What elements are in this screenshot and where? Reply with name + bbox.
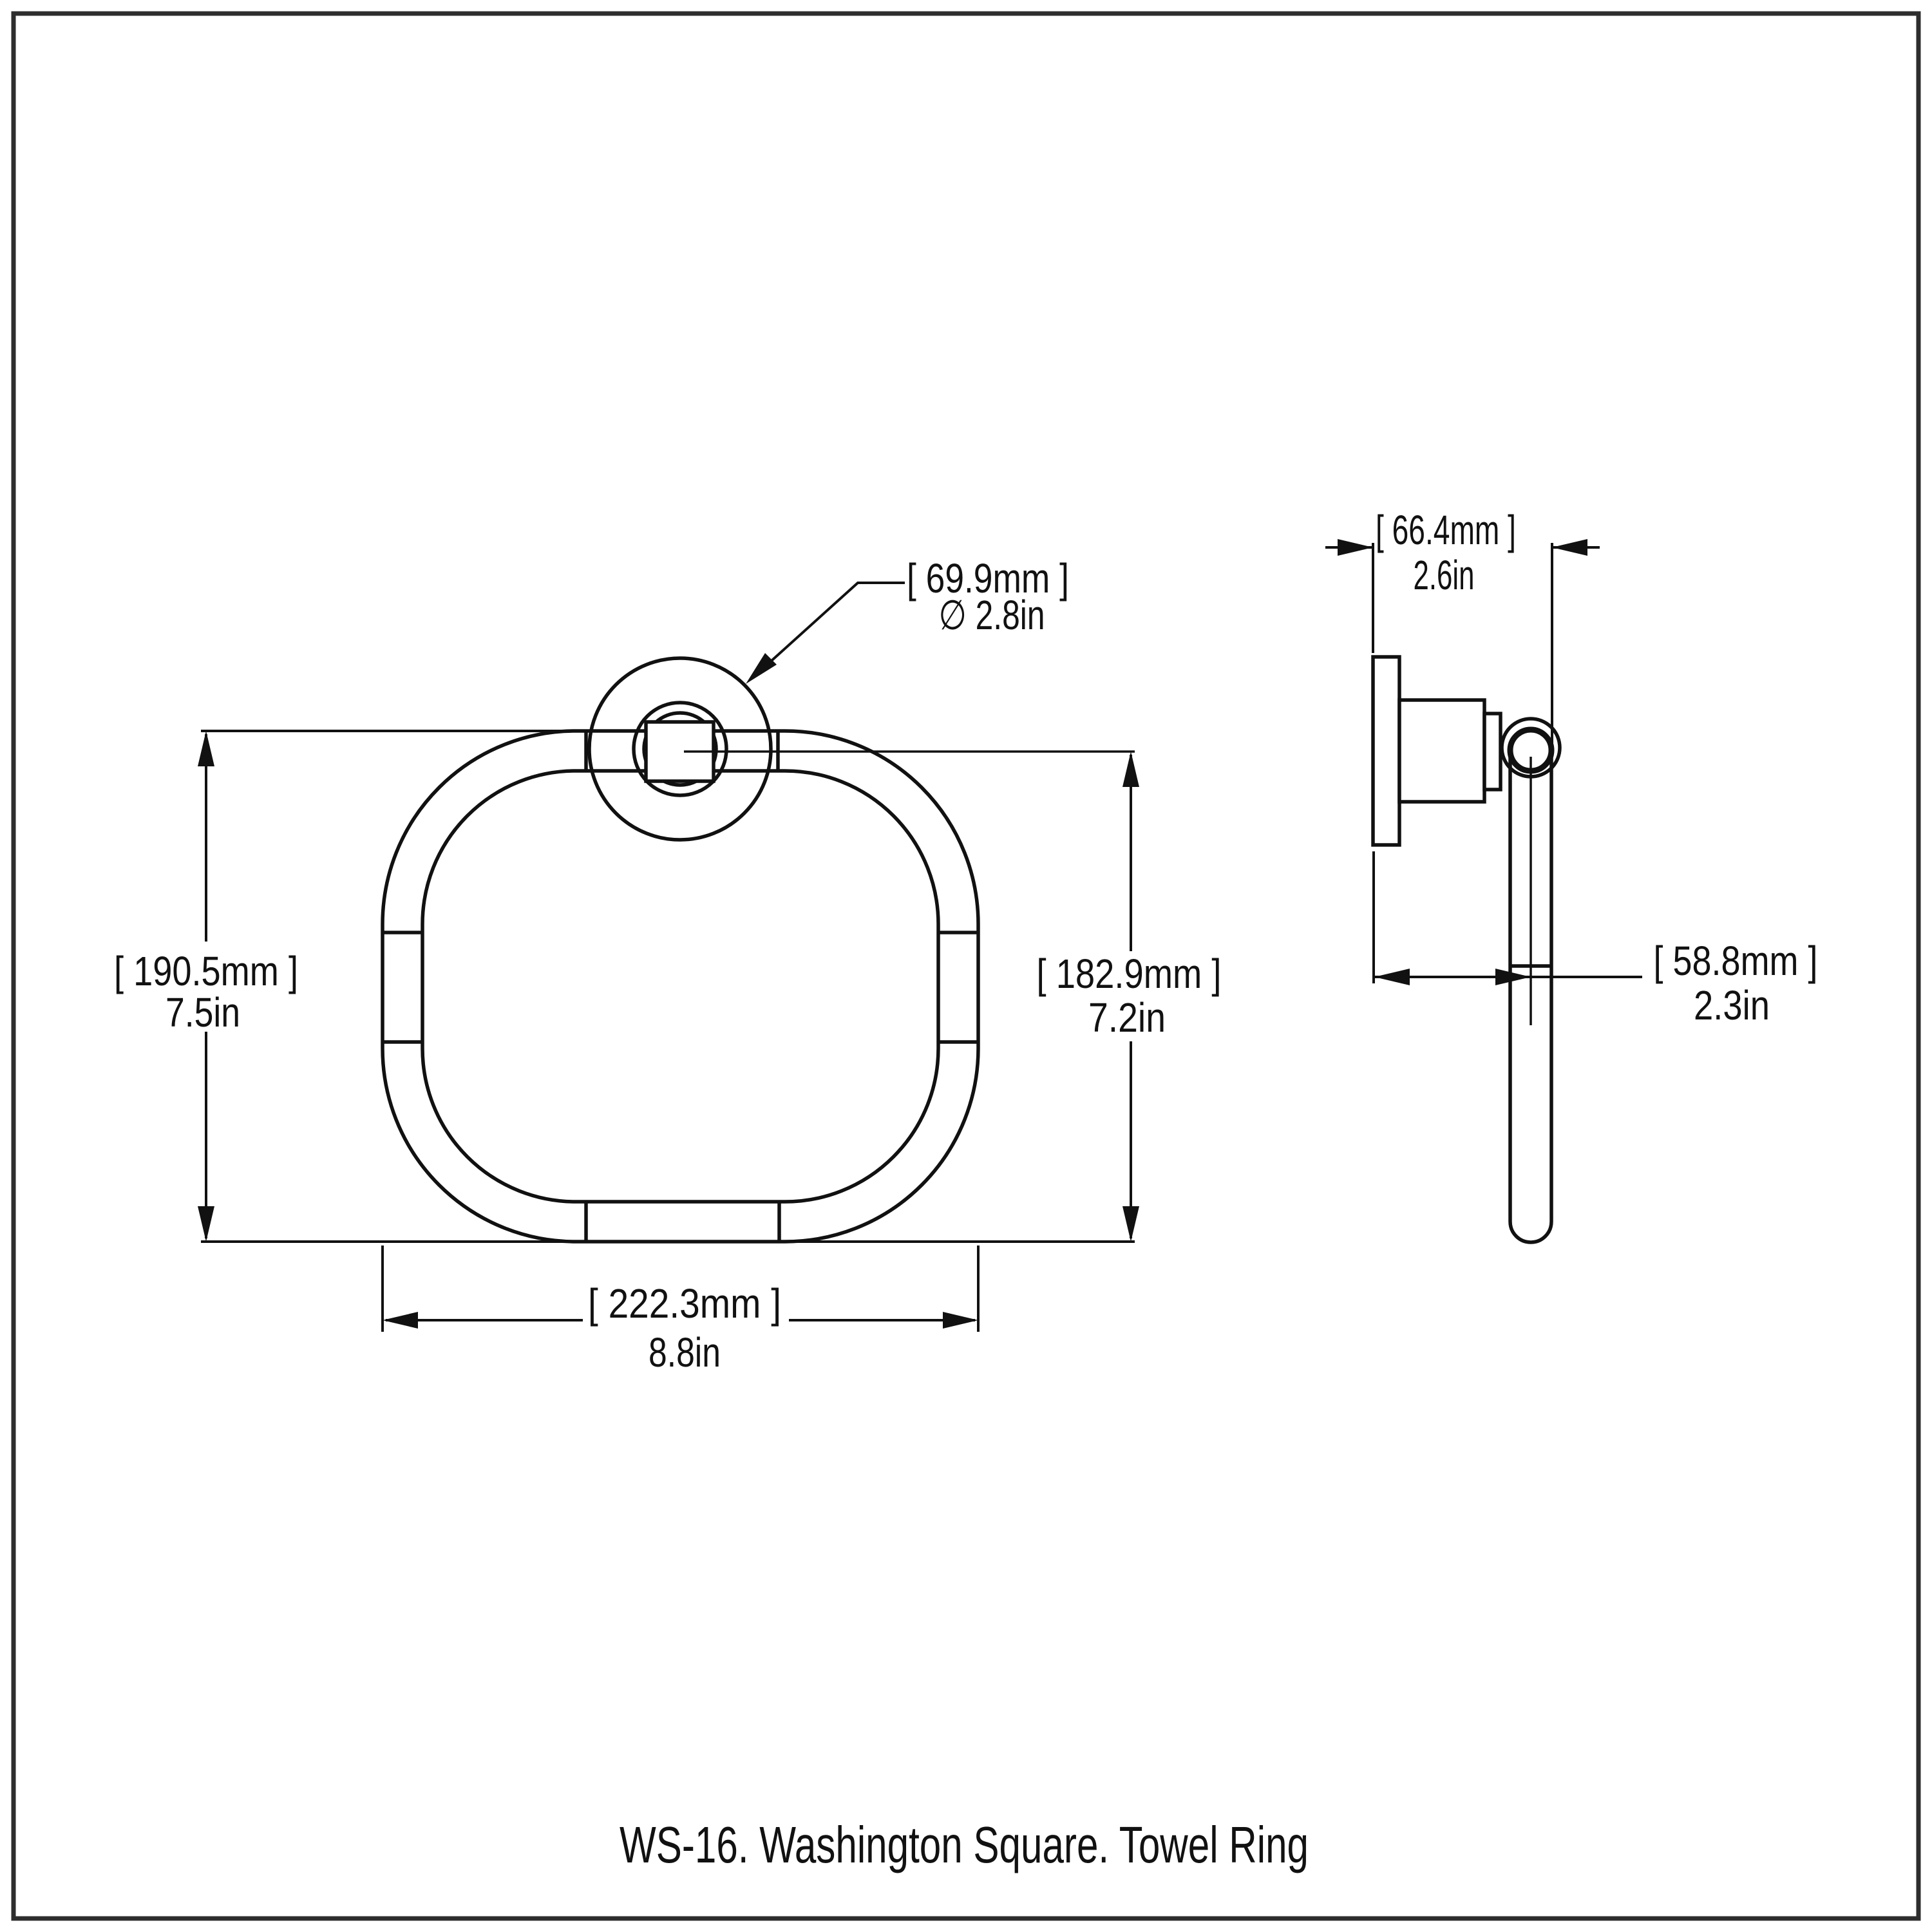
ring-inner-outline (421, 769, 940, 1204)
dim-label-metric: [ 222.3mm ] (588, 1280, 781, 1327)
dim-depth: [ 66.4mm ] 2.6in (1325, 507, 1600, 746)
dim-label-imperial: 8.8in (649, 1329, 721, 1376)
dim-label-metric: [ 58.8mm ] (1654, 938, 1818, 984)
dim-label-metric: [ 182.9mm ] (1037, 951, 1222, 997)
dim-label-imperial: 7.2in (1088, 994, 1166, 1041)
side-tube-bottom-cap (1508, 1221, 1553, 1244)
front-mount (587, 656, 773, 842)
arrowhead-right-icon (1338, 539, 1373, 556)
drawing-caption: WS-16. Washington Square. Towel Ring (620, 1816, 1309, 1873)
front-ring (381, 729, 980, 1244)
leader-arrowhead-icon (746, 653, 777, 684)
arrowhead-right-icon (943, 1312, 978, 1329)
dim-label-imperial: 7.5in (166, 989, 240, 1036)
arrowhead-up-icon (1122, 752, 1139, 787)
arrowhead-left-icon (383, 1312, 418, 1329)
dim-label-imperial: 2.6in (1414, 552, 1475, 598)
front-view: [ 69.9mm ] ∅ 2.8in [ 190.5mm ] 7.5in [ 1… (114, 555, 1222, 1376)
side-mount-collar (1482, 712, 1502, 791)
mount-flange-outer-circle (587, 656, 773, 842)
mount-flange-inner-circle (632, 701, 728, 797)
leader-line (751, 582, 905, 679)
dim-label-metric: [ 190.5mm ] (114, 948, 298, 994)
side-ring (1500, 717, 1562, 1244)
dim-label-metric: [ 66.4mm ] (1376, 507, 1516, 553)
dim-ring-width: [ 222.3mm ] 8.8in (381, 1245, 980, 1376)
arrowhead-down-icon (198, 1206, 214, 1242)
dim-label-metric: [ 69.9mm ] (907, 555, 1069, 601)
mount-collar-circle (642, 711, 718, 787)
dim-label-imperial: ∅ 2.8in (939, 592, 1045, 638)
side-view: [ 66.4mm ] 2.6in [ 58.8mm ] 2.3in (1325, 507, 1818, 1244)
dim-label-imperial: 2.3in (1694, 982, 1770, 1028)
arrowhead-down-icon (1122, 1206, 1139, 1242)
arrowhead-left-icon (1552, 539, 1587, 556)
arrowhead-left-icon (1374, 969, 1410, 985)
arrowhead-up-icon (198, 731, 214, 766)
side-mount-body (1397, 698, 1486, 804)
dim-wall-to-center: [ 58.8mm ] 2.3in (1372, 851, 1818, 1028)
side-wall-plate (1371, 655, 1401, 847)
page-border (11, 11, 1921, 1921)
dim-mount-diameter: [ 69.9mm ] ∅ 2.8in (746, 555, 1069, 684)
dim-ring-height: [ 190.5mm ] 7.5in (114, 730, 580, 1242)
arrowhead-right-icon (1495, 969, 1531, 985)
dim-center-to-bottom: [ 182.9mm ] 7.2in (1037, 752, 1222, 1242)
ring-outer-outline (381, 729, 980, 1244)
